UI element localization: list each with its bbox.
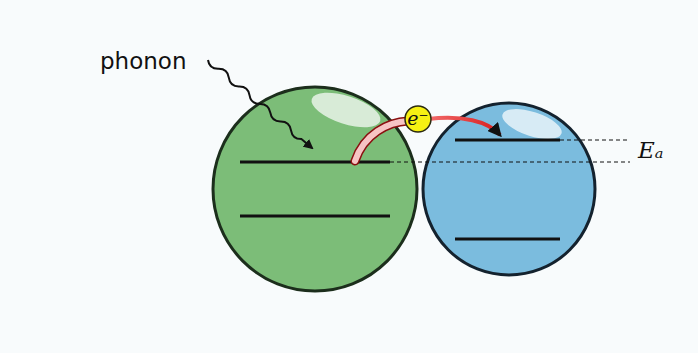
phonon-wave (208, 60, 312, 148)
energy-level (455, 139, 560, 142)
hop-trail (355, 121, 408, 161)
green-particle (213, 87, 417, 291)
blue-particle (423, 103, 595, 275)
energy-label: Eₐ (638, 139, 663, 162)
wave-label: phonon (100, 50, 186, 73)
energy-level (455, 238, 560, 241)
electron-symbol: e⁻ (407, 109, 428, 128)
hop-arrow (428, 118, 500, 135)
energy-level (240, 215, 390, 218)
reference-line (560, 140, 630, 141)
electron: e⁻ (404, 105, 432, 133)
hop-trail (355, 121, 408, 161)
reference-line (390, 162, 630, 163)
electron-circle (405, 106, 431, 132)
energy-level (240, 161, 390, 164)
highlight (307, 86, 384, 135)
